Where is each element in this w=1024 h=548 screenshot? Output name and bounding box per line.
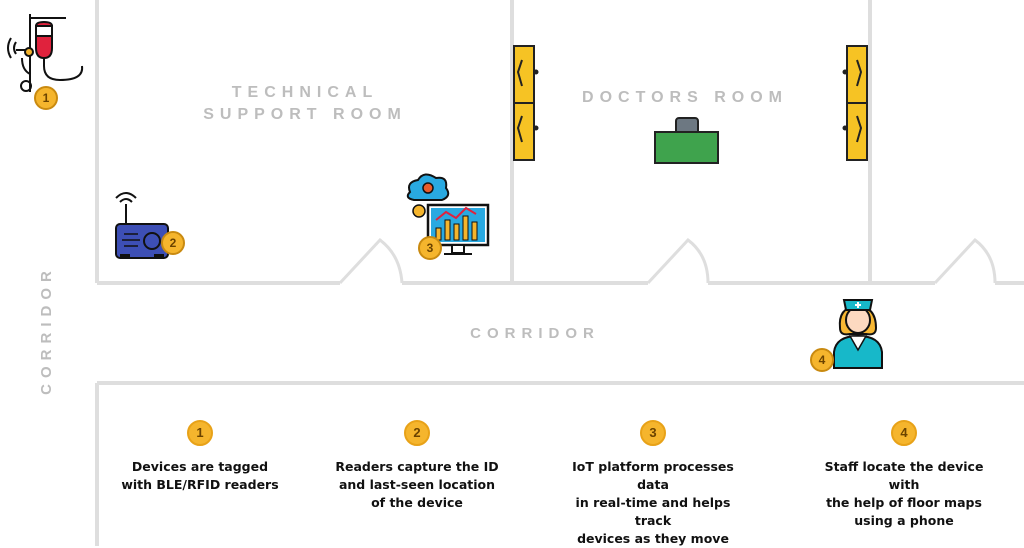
step-2-line2: and last-seen location bbox=[338, 477, 496, 492]
doctors-room-label: DOCTORS ROOM bbox=[582, 89, 788, 106]
corridor-side-label: CORRIDOR bbox=[38, 265, 55, 395]
step-4-text: Staff locate the device with the help of… bbox=[809, 458, 999, 530]
step-3-number: 3 bbox=[640, 420, 666, 446]
step-3-line2: in real-time and helps track bbox=[575, 495, 731, 528]
step-1: 1 Devices are tagged with BLE/RFID reade… bbox=[105, 420, 295, 494]
marker-4-label: 4 bbox=[819, 353, 826, 367]
marker-3-label: 3 bbox=[427, 241, 434, 255]
map-markers: 1 2 3 4 bbox=[34, 86, 834, 372]
step-2-line3: of the device bbox=[371, 495, 463, 510]
step-3-line1: IoT platform processes data bbox=[572, 459, 734, 492]
step-4-line3: using a phone bbox=[854, 513, 954, 528]
door-left bbox=[513, 45, 539, 161]
step-4-line1: Staff locate the device with bbox=[824, 459, 984, 492]
step-4-line2: the help of floor maps bbox=[826, 495, 982, 510]
marker-1-label: 1 bbox=[43, 91, 50, 105]
step-3-text: IoT platform processes data in real-time… bbox=[558, 458, 748, 548]
rfid-reader-icon bbox=[115, 192, 169, 259]
marker-4: 4 bbox=[810, 348, 834, 372]
marker-3: 3 bbox=[418, 236, 442, 260]
technical-support-room-label: TECHNICAL SUPPORT ROOM bbox=[185, 82, 425, 126]
walls bbox=[95, 0, 1024, 546]
iot-dashboard-icon bbox=[406, 173, 490, 255]
step-2-text: Readers capture the ID and last-seen loc… bbox=[322, 458, 512, 512]
technical-label-line1: TECHNICAL bbox=[231, 84, 379, 101]
step-2-line1: Readers capture the ID bbox=[335, 459, 499, 474]
nurse-icon bbox=[833, 299, 883, 369]
step-1-number: 1 bbox=[187, 420, 213, 446]
technical-label-line2: SUPPORT ROOM bbox=[203, 106, 407, 123]
step-1-text: Devices are tagged with BLE/RFID readers bbox=[105, 458, 295, 494]
step-4: 4 Staff locate the device with the help … bbox=[809, 420, 999, 530]
marker-1: 1 bbox=[34, 86, 58, 110]
step-1-line1: Devices are tagged bbox=[131, 459, 269, 474]
marker-2: 2 bbox=[161, 231, 185, 255]
door-swings bbox=[338, 237, 997, 285]
step-1-line2: with BLE/RFID readers bbox=[121, 477, 279, 492]
step-3: 3 IoT platform processes data in real-ti… bbox=[558, 420, 748, 548]
step-3-line3: devices as they move bbox=[577, 531, 729, 546]
corridor-label: CORRIDOR bbox=[470, 325, 600, 342]
iv-drip-icon bbox=[7, 14, 84, 92]
door-right bbox=[842, 45, 868, 161]
step-4-number: 4 bbox=[891, 420, 917, 446]
step-2: 2 Readers capture the ID and last-seen l… bbox=[322, 420, 512, 512]
step-2-number: 2 bbox=[404, 420, 430, 446]
marker-2-label: 2 bbox=[170, 236, 177, 250]
medical-bag-icon bbox=[654, 117, 719, 164]
